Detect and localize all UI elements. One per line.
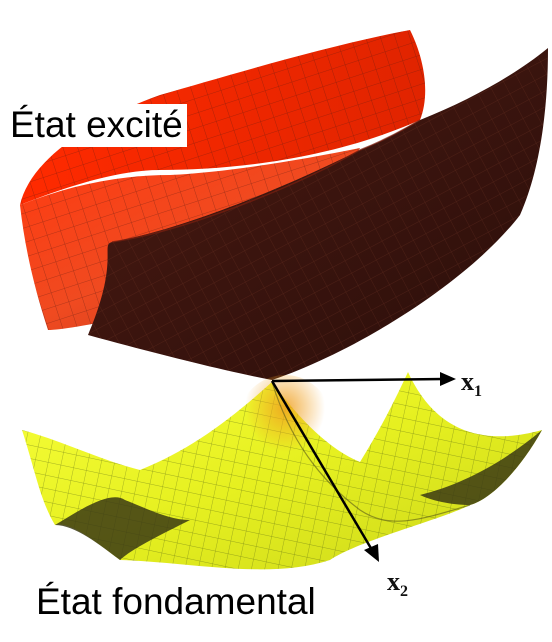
coordinate-axes <box>270 372 456 562</box>
x1-arrowhead <box>440 372 456 386</box>
x2-axis-label: x2 <box>387 567 408 601</box>
x2-axis-line <box>270 380 374 551</box>
x2-arrowhead <box>364 544 379 562</box>
ground-surface-shadow-right <box>420 430 542 505</box>
excited-state-surface <box>20 30 548 380</box>
excited-state-label: État excité <box>8 104 187 147</box>
x1-axis-label: x1 <box>461 367 482 401</box>
ground-state-surface <box>22 372 542 570</box>
x1-axis-line <box>271 377 445 383</box>
ground-surface-shadow-left <box>55 497 190 560</box>
ground-state-label: État fondamental <box>36 581 316 622</box>
